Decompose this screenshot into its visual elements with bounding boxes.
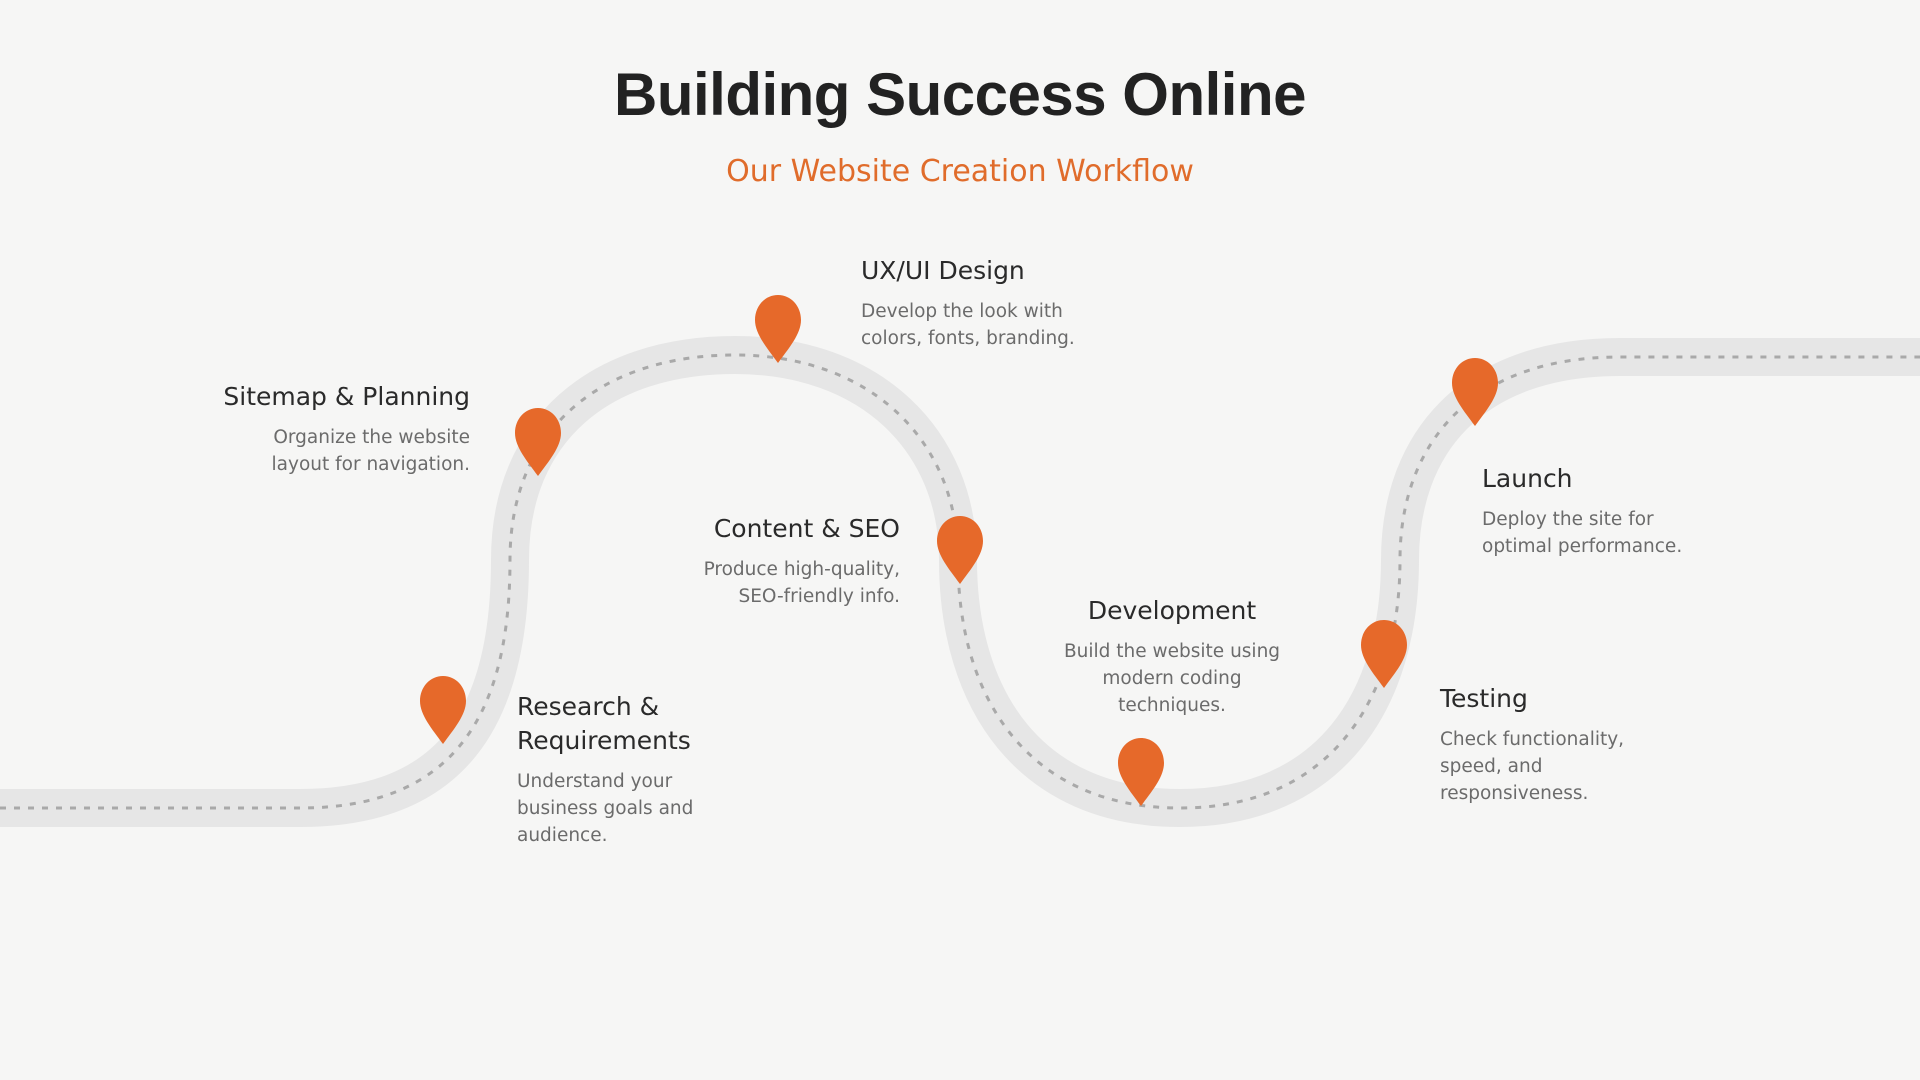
step-title: UX/UI Design	[861, 256, 1025, 285]
map-pin-icon	[1118, 738, 1164, 806]
step-title: Content & SEO	[713, 514, 900, 543]
step-title: Sitemap & Planning	[223, 382, 470, 411]
step-title: Research &Requirements	[517, 692, 691, 755]
step-description: Produce high-quality,SEO-friendly info.	[703, 559, 900, 607]
step-title: Testing	[1440, 684, 1528, 713]
step-title: Development	[1087, 596, 1257, 625]
map-pin-icon	[515, 408, 561, 476]
map-pin-icon	[937, 516, 983, 584]
map-pin-icon	[420, 676, 466, 744]
map-pin-icon	[1361, 620, 1407, 688]
step-content-seo: Content & SEO Produce high-quality,SEO-f…	[630, 512, 900, 610]
step-title: Launch	[1482, 464, 1573, 493]
page-subtitle: Our Website Creation Workflow	[726, 154, 1194, 189]
map-pin-icon	[755, 295, 801, 363]
page-title: Building Success Online	[614, 61, 1306, 128]
map-pin-icon	[1452, 358, 1498, 426]
